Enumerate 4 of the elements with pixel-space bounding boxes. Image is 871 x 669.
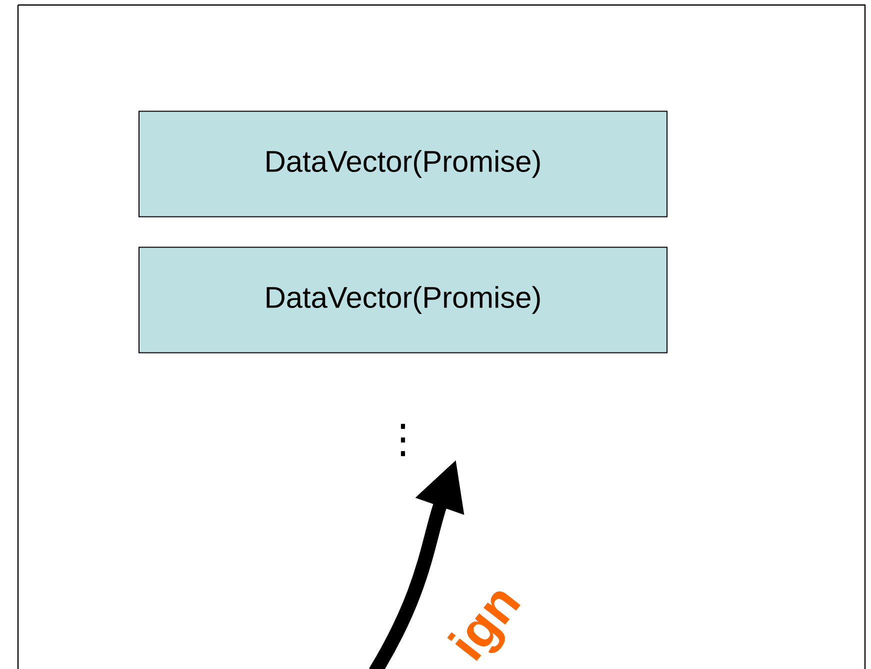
vertical-ellipsis: ⋮ bbox=[400, 424, 406, 456]
rotated-label: ign bbox=[447, 591, 520, 661]
process-box: DataVector(Promise) bbox=[138, 110, 668, 218]
process-box: DataVector(Promise) bbox=[138, 246, 668, 354]
